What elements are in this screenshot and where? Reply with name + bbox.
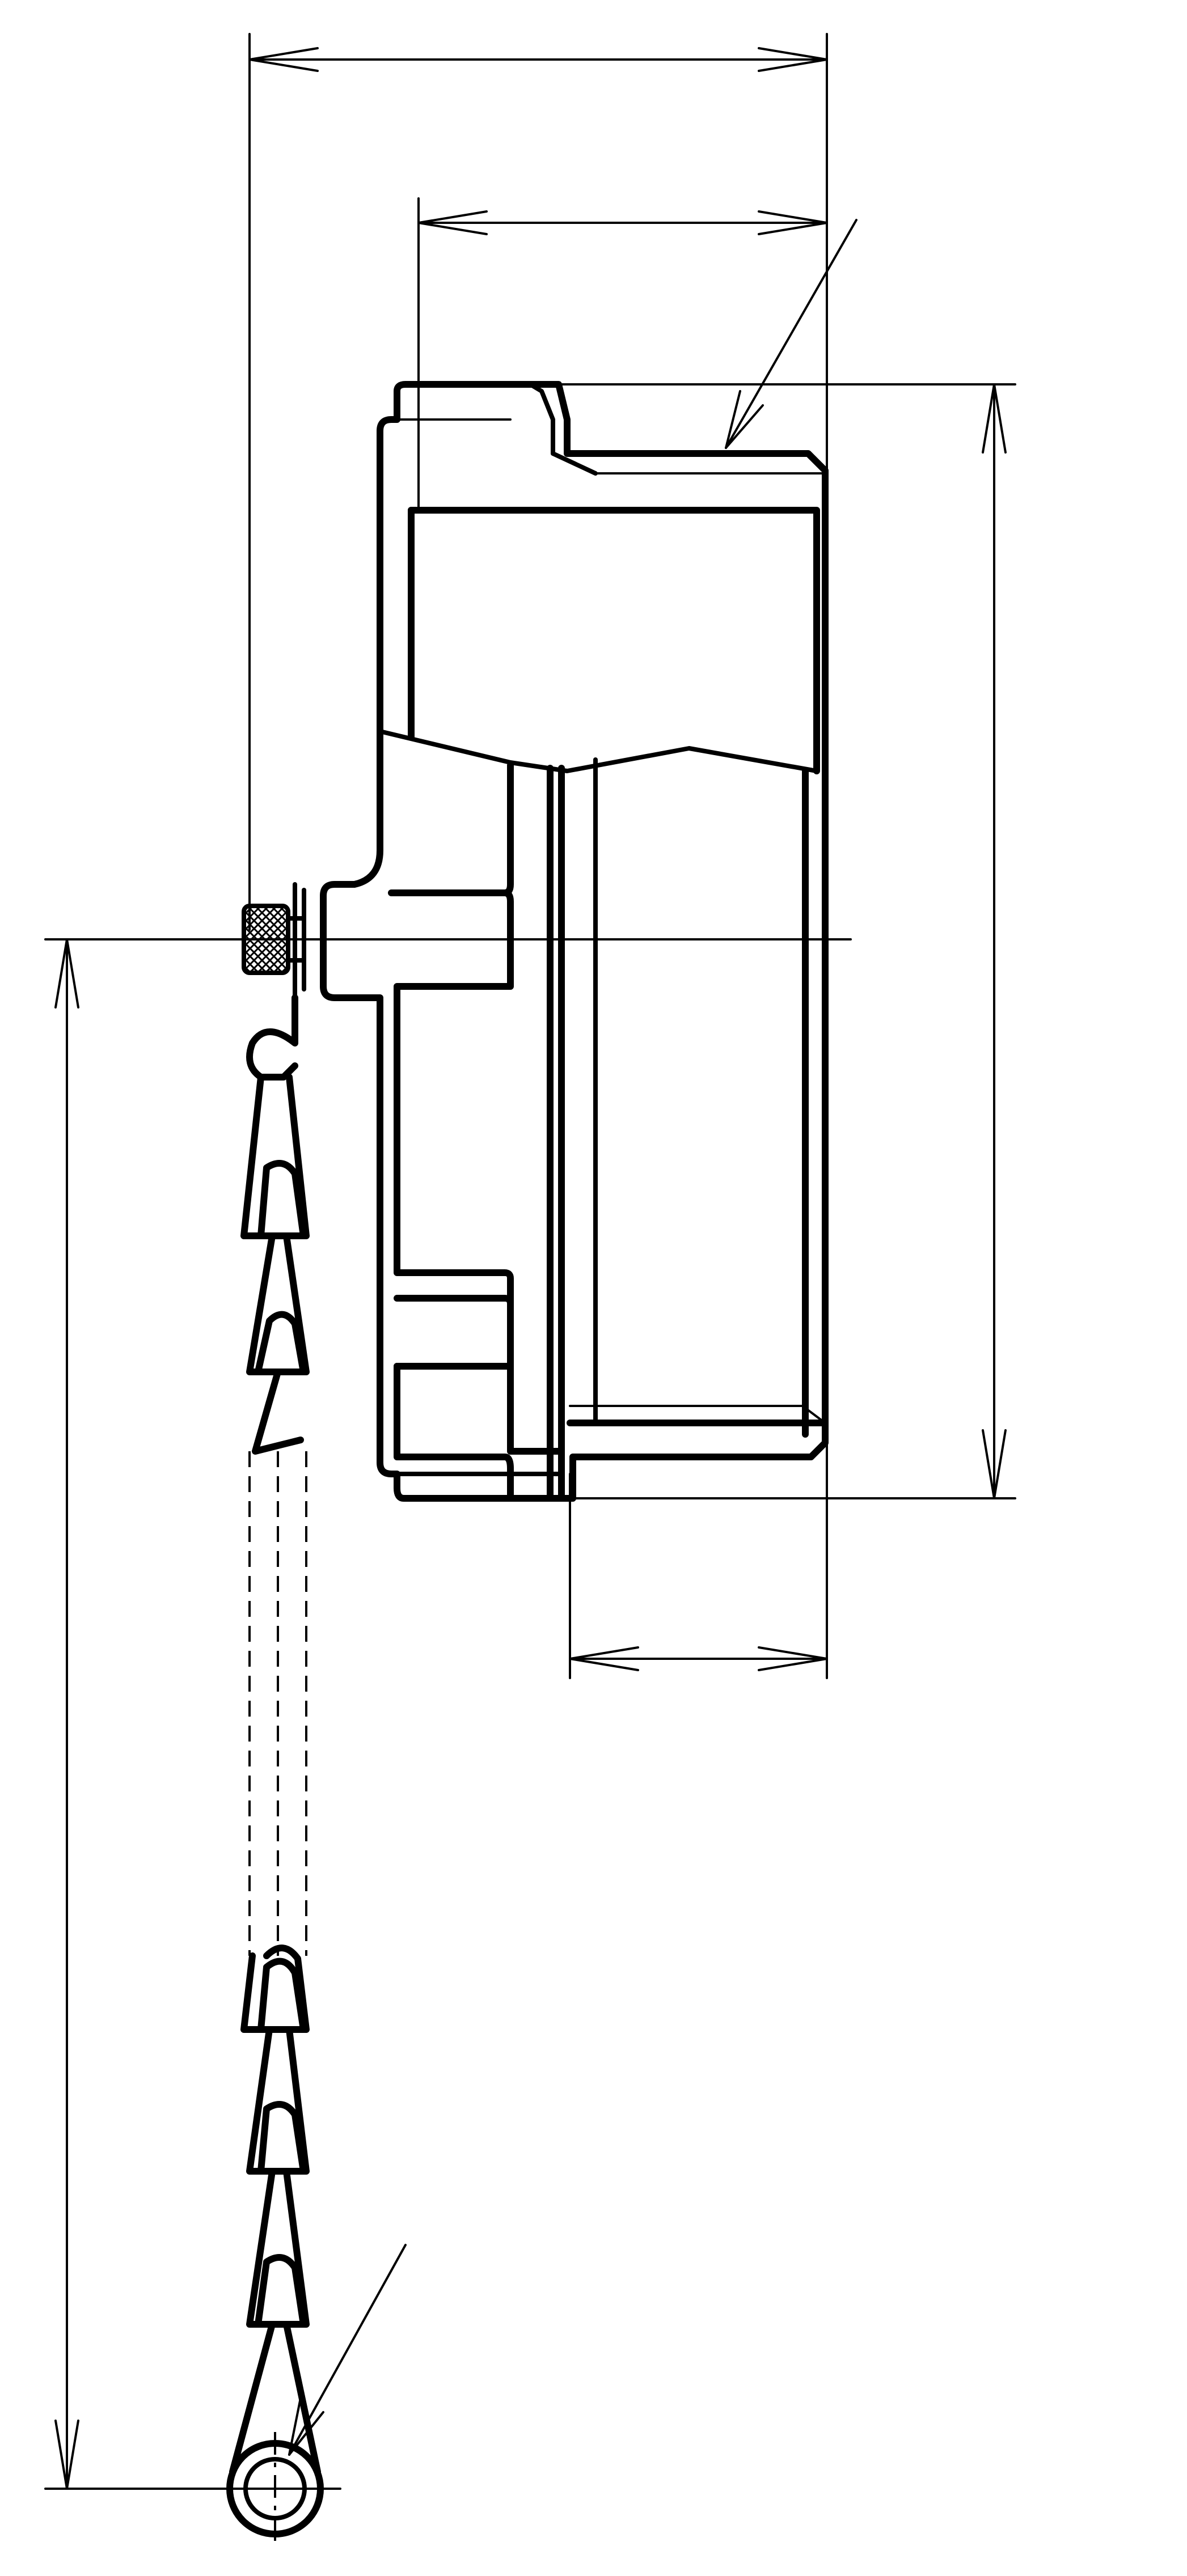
dimension-neck-width [417, 197, 828, 511]
dimension-overall-width [248, 33, 828, 1679]
dimension-cap-height [557, 383, 1016, 1499]
dimension-chain-length [44, 938, 852, 2490]
bead-chain [229, 994, 321, 2475]
leader-thread [725, 219, 857, 449]
cap-body [320, 381, 829, 1502]
leader-ring [288, 2244, 407, 2456]
chain-ring [226, 2432, 324, 2545]
knurled-knob [242, 882, 306, 1000]
dimension-thread-length [569, 1473, 828, 1679]
